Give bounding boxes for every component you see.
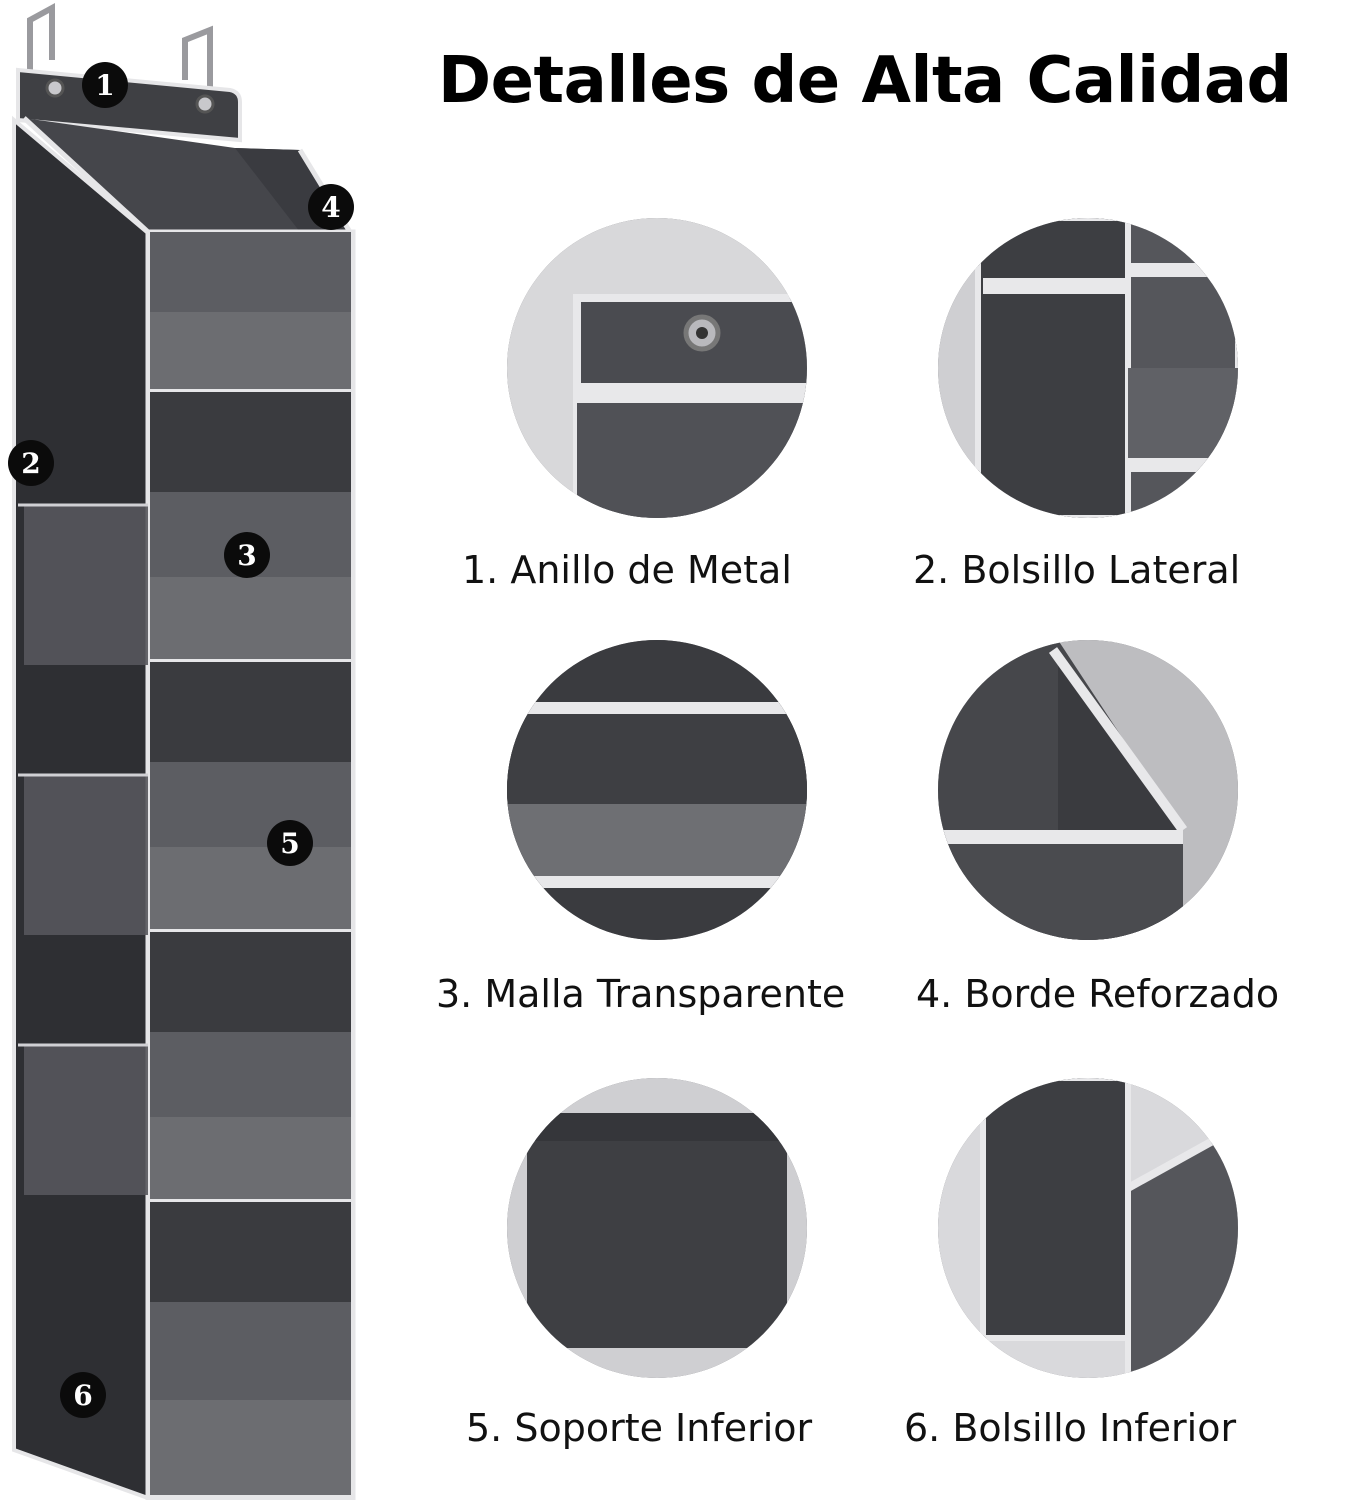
page-title: Detalles de Alta Calidad [438,44,1292,118]
marker-1-badge: 1 [82,62,128,108]
organizer-pocket-band [150,762,351,932]
feature-label-bottom-pocket: 6. Bolsillo Inferior [904,1406,1237,1450]
reinforced-edge-closeup-icon [938,640,1238,940]
marker-3-badge: 3 [224,532,270,578]
organizer-pocket-band [150,1302,351,1498]
marker-5-badge: 5 [267,820,313,866]
organizer-mesh-band [150,1400,351,1498]
feature-label-side-pocket: 2. Bolsillo Lateral [913,548,1241,592]
feature-label-metal-ring: 1. Anillo de Metal [462,548,792,592]
side-pocket-closeup-icon [938,218,1238,518]
bottom-pocket-closeup-icon [938,1078,1238,1378]
transparent-mesh-closeup-icon [507,640,807,940]
organizer-pocket-band [150,1202,351,1302]
organizer-pocket-band [150,232,351,392]
organizer-pocket-band [150,392,351,492]
feature-label-transparent-mesh: 3. Malla Transparente [436,972,846,1016]
marker-2-badge: 2 [8,440,54,486]
metal-ring-closeup-icon [507,218,807,518]
organizer-pocket-band [150,662,351,762]
organizer-pocket-band [150,1032,351,1202]
marker-6-badge: 6 [60,1372,106,1418]
organizer-pocket-band [150,932,351,1032]
feature-label-reinforced-edge: 4. Borde Reforzado [916,972,1280,1016]
organizer-mesh-band [150,847,351,932]
organizer-mesh-band [150,312,351,392]
organizer-mesh-band [150,577,351,662]
organizer-mesh-band [150,1117,351,1202]
bottom-support-closeup-icon [507,1078,807,1378]
feature-label-bottom-support: 5. Soporte Inferior [466,1406,813,1450]
marker-4-badge: 4 [308,184,354,230]
